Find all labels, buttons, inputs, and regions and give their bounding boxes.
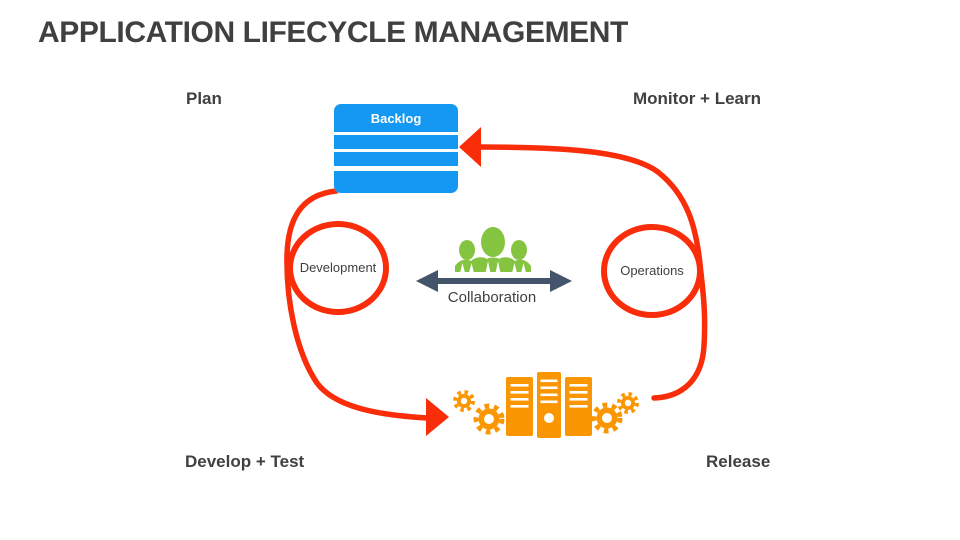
backlog-divider [334, 132, 458, 135]
page-title: APPLICATION LIFECYCLE MANAGEMENT [38, 16, 628, 49]
collaboration-label: Collaboration [447, 289, 537, 306]
label-release: Release [706, 452, 771, 471]
servers-icon [506, 372, 592, 438]
gear-small-left-icon [453, 390, 475, 412]
collaboration-arrow-icon [416, 270, 572, 292]
gear-large-left-icon [473, 403, 505, 435]
development-circle [287, 221, 389, 315]
gears-icon [453, 390, 639, 435]
arrowhead-to-release-icon [426, 398, 449, 436]
operations-circle [601, 224, 703, 318]
backlog-divider [334, 166, 458, 171]
development-label: Development [299, 260, 377, 275]
backlog-divider [334, 149, 458, 152]
cycle-arrow-monitor-path [459, 127, 708, 401]
label-plan: Plan [186, 89, 222, 108]
collaboration-people-icon [455, 227, 531, 273]
backlog-row [334, 152, 458, 166]
gear-small-right-icon [617, 392, 639, 414]
cycle-arrow-develop-path [284, 188, 449, 436]
backlog-header: Backlog [334, 104, 458, 132]
operations-label: Operations [620, 263, 684, 278]
backlog-row [334, 171, 458, 193]
label-monitor-learn: Monitor + Learn [633, 89, 761, 108]
backlog-row [334, 135, 458, 149]
arrowhead-to-backlog-icon [459, 127, 481, 167]
label-develop-test: Develop + Test [185, 452, 305, 471]
gear-large-right-icon [591, 402, 623, 434]
backlog-box: Backlog [334, 104, 458, 193]
